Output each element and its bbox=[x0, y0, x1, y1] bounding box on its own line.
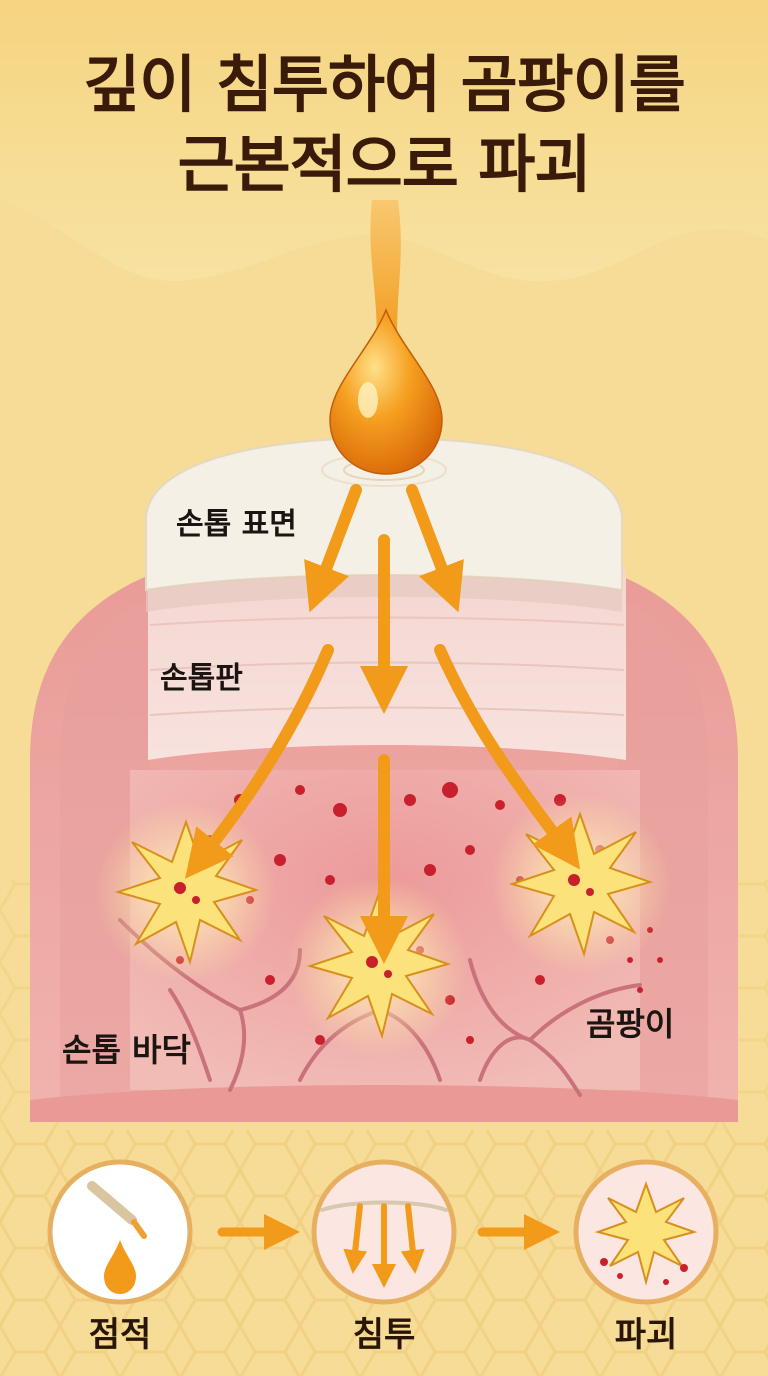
honey-drip-band bbox=[0, 0, 768, 282]
step-label-3: 파괴 bbox=[614, 1315, 678, 1355]
page-title-line-1: 깊이 침투하여 곰팡이를 bbox=[83, 48, 686, 121]
arrow-surface-right bbox=[406, 484, 464, 613]
step-label-1: 점적 bbox=[88, 1315, 152, 1355]
label-fungus: 곰팡이 bbox=[586, 1005, 675, 1043]
arrow-surface-left bbox=[304, 484, 362, 613]
burst-left bbox=[96, 802, 276, 982]
nail-bed-bottom bbox=[30, 1085, 738, 1122]
step-circle-3 bbox=[573, 1159, 719, 1305]
step-circle-2 bbox=[311, 1159, 457, 1305]
penetration-icon bbox=[320, 1200, 448, 1288]
honey-stream bbox=[370, 200, 401, 350]
burst-icon bbox=[594, 1181, 698, 1286]
arrow-bed-right bbox=[434, 644, 581, 870]
label-nail-surface: 손톱 표면 bbox=[176, 507, 297, 542]
label-nail-bed: 손톱 바닥 bbox=[62, 1031, 191, 1069]
penetration-arrows bbox=[185, 484, 581, 964]
step-label-2: 침투 bbox=[352, 1315, 416, 1355]
page-title-line-2: 근본적으로 파괴 bbox=[177, 128, 592, 201]
burst-center bbox=[288, 876, 468, 1056]
burst-right bbox=[490, 794, 670, 974]
arrow-bed-left bbox=[185, 644, 334, 879]
honey-drop bbox=[329, 307, 443, 475]
label-nail-plate: 손톱판 bbox=[160, 661, 243, 696]
dropper-icon bbox=[87, 1181, 147, 1294]
drop-highlight bbox=[358, 382, 378, 418]
nail-surface bbox=[145, 436, 623, 592]
step-circle-1 bbox=[47, 1159, 193, 1305]
